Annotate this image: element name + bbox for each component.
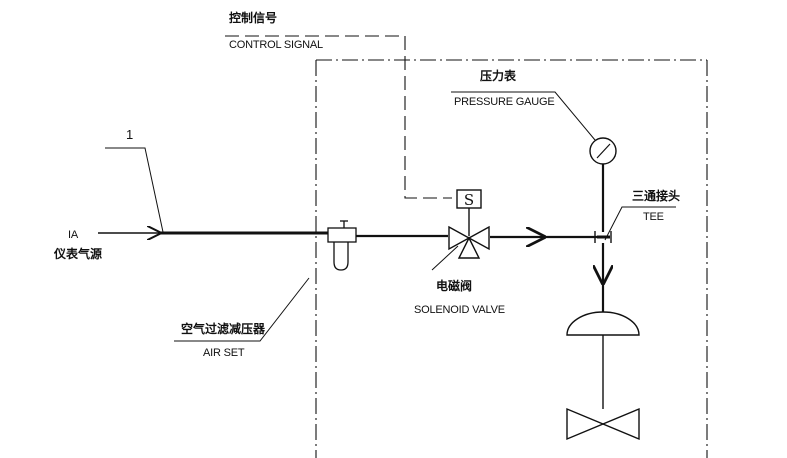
control-valve-body	[566, 407, 640, 441]
solenoid-valve	[448, 189, 490, 259]
control-signal-label-en: CONTROL SIGNAL	[229, 39, 323, 51]
main-pipeline	[98, 233, 603, 237]
callout-leaders	[105, 91, 676, 342]
callout-number-label: 1	[126, 127, 133, 142]
ia-label-cn: 仪表气源	[53, 246, 102, 261]
tee-fitting	[594, 231, 612, 243]
pressure-gauge-label-en: PRESSURE GAUGE	[454, 96, 555, 108]
pressure-gauge	[589, 137, 617, 165]
solenoid-valve-label-cn: 电磁阀	[436, 278, 472, 293]
solenoid-s-symbol: S	[464, 191, 474, 209]
valve-actuator	[566, 311, 640, 409]
tee-label-cn: 三通接头	[632, 188, 680, 203]
air-set-label-en: AIR SET	[203, 347, 245, 359]
control-signal-line	[225, 35, 452, 199]
boundary-frame	[315, 59, 708, 458]
tee-label-en: TEE	[643, 211, 664, 223]
control-signal-label-cn: 控制信号	[229, 10, 277, 25]
ia-label-en: IA	[68, 229, 79, 241]
air-set-filter-regulator	[327, 220, 357, 271]
air-set-label-cn: 空气过滤减压器	[181, 321, 266, 336]
pressure-gauge-label-cn: 压力表	[480, 68, 517, 83]
solenoid-valve-label-en: SOLENOID VALVE	[414, 304, 505, 316]
